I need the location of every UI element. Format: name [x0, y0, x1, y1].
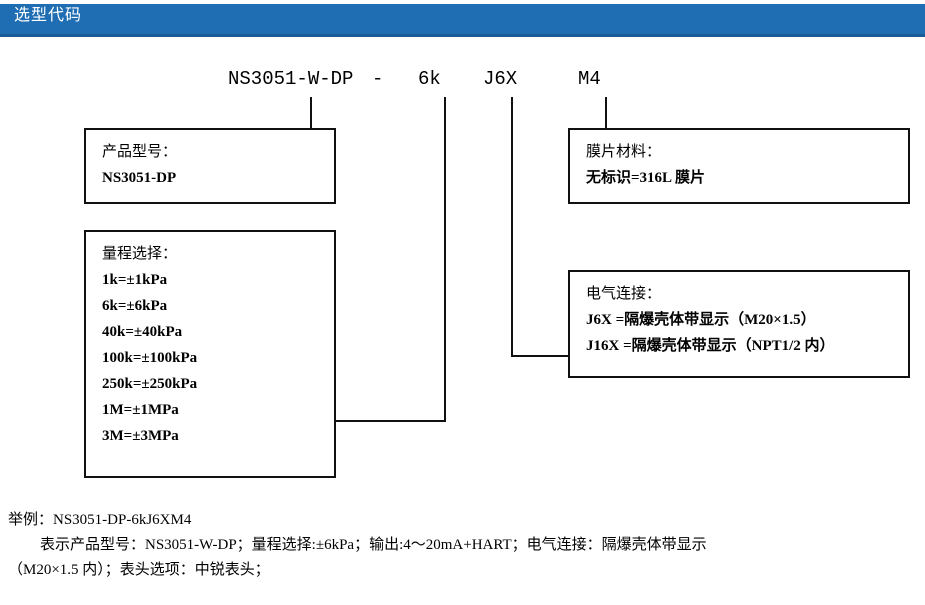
connector-range-vertical [444, 97, 446, 422]
box-range-selection-line-2: 6k=±6kPa [102, 298, 168, 314]
box-electrical-connection-line-2: J16X =隔爆壳体带显示（NPT1/2 内） [586, 338, 835, 354]
box-electrical-connection: 电气连接： J6X =隔爆壳体带显示（M20×1.5） J16X =隔爆壳体带显… [568, 270, 910, 378]
box-diaphragm-material-title: 膜片材料： [586, 144, 662, 160]
box-range-selection-title: 量程选择： [102, 246, 178, 262]
box-range-selection-line-6: 1M=±1MPa [102, 402, 179, 418]
code-segment-dash: - [372, 68, 384, 90]
code-segment-range: 6k [418, 68, 441, 90]
code-segment-diaphragm: M4 [578, 68, 601, 90]
header-underline [0, 34, 925, 37]
box-diaphragm-material: 膜片材料： 无标识=316L 膜片 [568, 128, 910, 204]
box-range-selection-line-4: 100k=±100kPa [102, 350, 198, 366]
box-product-model-line-1: NS3051-DP [102, 170, 177, 186]
code-segment-electrical: J6X [483, 68, 518, 90]
connector-model-vertical [310, 97, 312, 129]
section-header-bar [0, 4, 925, 34]
box-range-selection-line-5: 250k=±250kPa [102, 376, 198, 392]
box-range-selection-line-7: 3M=±3MPa [102, 428, 179, 444]
box-product-model: 产品型号： NS3051-DP [84, 128, 336, 204]
example-line-1: 举例：NS3051-DP-6kJ6XM4 [8, 512, 192, 528]
box-range-selection-line-1: 1k=±1kPa [102, 272, 168, 288]
page-title: 选型代码 [14, 7, 83, 24]
example-line-3: （M20×1.5 内）；表头选项：中锐表头； [8, 562, 270, 578]
code-segment-model: NS3051-W-DP [228, 68, 354, 90]
connector-range-horizontal [334, 420, 446, 422]
box-electrical-connection-title: 电气连接： [586, 286, 662, 302]
example-line-2: 表示产品型号：NS3051-W-DP；量程选择:±6kPa；输出:4～20mA+… [40, 537, 707, 553]
connector-diaphragm-vertical [605, 97, 607, 129]
example-text-block: 举例：NS3051-DP-6kJ6XM4 表示产品型号：NS3051-W-DP；… [8, 508, 923, 583]
connector-electrical-horizontal [511, 355, 572, 357]
box-range-selection: 量程选择： 1k=±1kPa 6k=±6kPa 40k=±40kPa 100k=… [84, 230, 336, 478]
box-electrical-connection-line-1: J6X =隔爆壳体带显示（M20×1.5） [586, 312, 816, 328]
connector-electrical-vertical [511, 97, 513, 357]
box-product-model-title: 产品型号： [102, 144, 178, 160]
box-range-selection-line-3: 40k=±40kPa [102, 324, 183, 340]
box-diaphragm-material-line-1: 无标识=316L 膜片 [586, 170, 705, 186]
